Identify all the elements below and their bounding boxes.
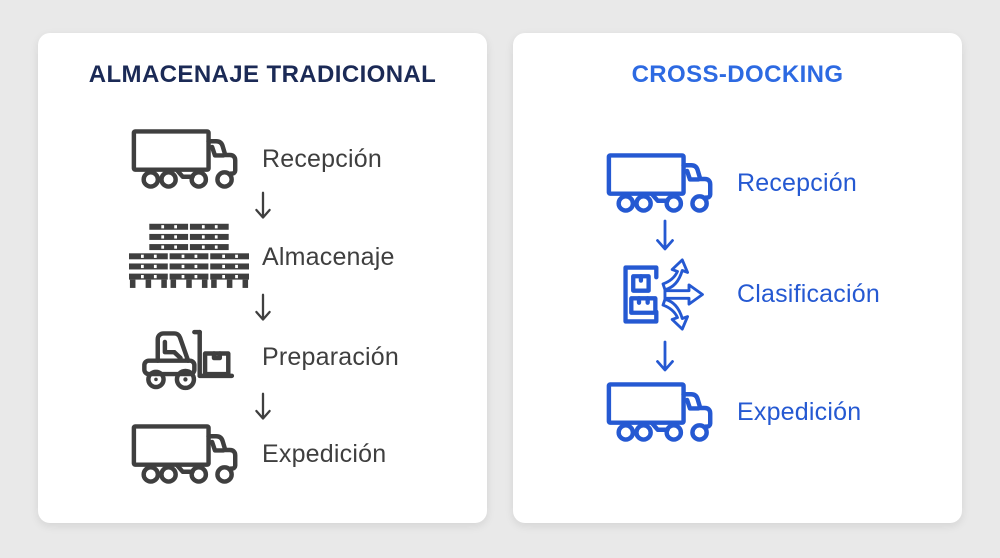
step-label: Preparación (262, 343, 400, 371)
down-arrow-icon (656, 340, 674, 372)
step-label: Expedición (262, 439, 387, 468)
truck-icon (126, 422, 252, 486)
step-label: Expedición (737, 397, 862, 426)
truck-icon (126, 127, 252, 191)
step-reception: Recepción (513, 151, 962, 215)
down-arrow-icon (255, 392, 271, 420)
step-expedition: Expedición (513, 380, 962, 444)
step-expedition: Expedición (38, 422, 487, 486)
step-label: Recepción (262, 144, 382, 173)
truck-icon (601, 151, 727, 215)
down-arrow-icon (255, 191, 271, 219)
step-storage: Almacenaje (38, 221, 487, 293)
step-classification: Clasificación (513, 257, 962, 332)
step-label: Clasificación (737, 280, 880, 308)
step-reception: Recepción (38, 127, 487, 191)
traditional-warehousing-card: ALMACENAJE TRADICIONAL Re (38, 33, 487, 523)
step-label: Almacenaje (262, 242, 395, 271)
down-arrow-icon (656, 219, 674, 251)
step-preparation: Preparación (38, 323, 487, 392)
truck-icon (601, 380, 727, 444)
cross-docking-card: CROSS-DOCKING Recepción (513, 33, 962, 523)
pallet-stack-icon (126, 221, 252, 293)
traditional-card-title: ALMACENAJE TRADICIONAL (88, 61, 437, 88)
sorting-arrows-icon (601, 257, 727, 332)
cross-docking-card-title: CROSS-DOCKING (631, 61, 844, 88)
forklift-icon (126, 324, 252, 392)
down-arrow-icon (255, 293, 271, 321)
step-label: Recepción (737, 168, 857, 197)
